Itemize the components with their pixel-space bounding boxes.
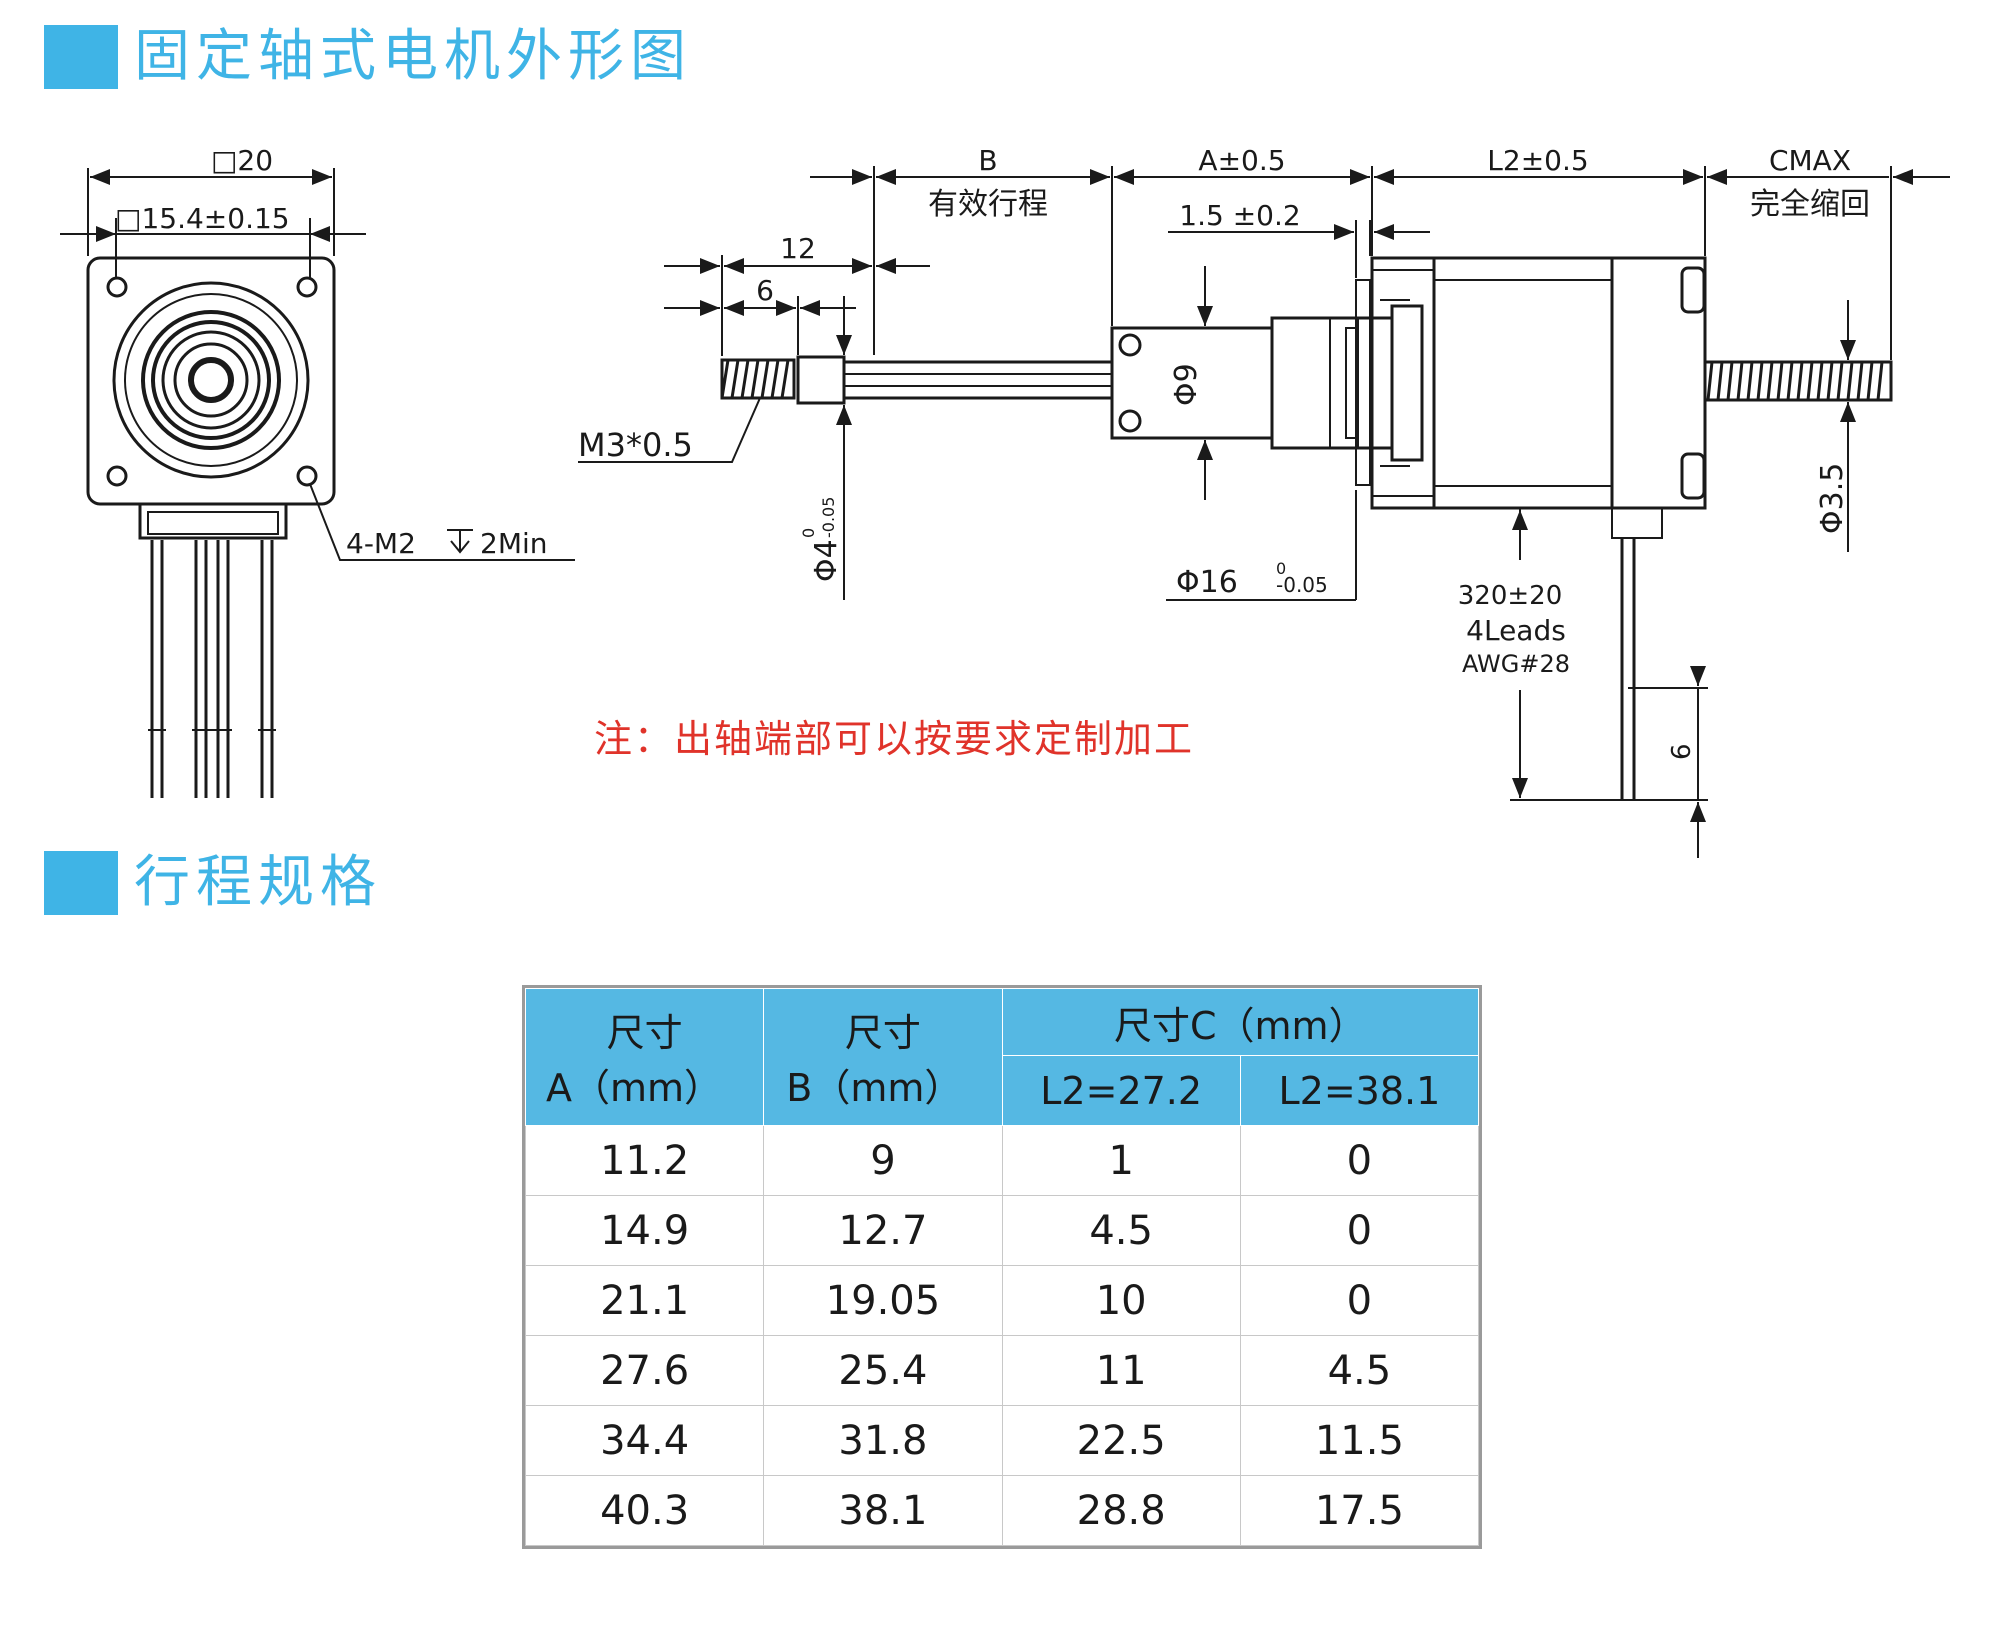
dim-thread: M3*0.5 (578, 426, 693, 464)
section-title-stroke: 行程规格 (134, 850, 382, 915)
col-header-b: 尺寸 B（mm） (763, 988, 1003, 1126)
dim-diameter-35: Φ3.5 (1815, 463, 1850, 534)
table-row: 14.9 12.7 4.5 0 (524, 1195, 1480, 1266)
table-row: 27.6 25.4 11 4.5 (524, 1335, 1480, 1406)
section-title-outline: 固定轴式电机外形图 (134, 24, 692, 89)
dim-CMAX: CMAX (1769, 144, 1851, 177)
boss-outer (112, 281, 310, 479)
svg-text:Φ16: Φ16 (1176, 565, 1238, 600)
depth-symbol (447, 529, 473, 554)
col-header-c-l2-381: L2=38.1 (1239, 1055, 1480, 1126)
table-row: 40.3 38.1 28.8 17.5 (524, 1475, 1480, 1546)
dim-awg: AWG#28 (1462, 650, 1570, 678)
dim-B: B (978, 144, 997, 177)
side-view (720, 256, 1893, 800)
dim-L2: L2±0.5 (1487, 144, 1588, 177)
dim-diameter-4: Φ4 0 -0.05 (799, 497, 844, 582)
col-header-c: 尺寸C（mm） (1001, 988, 1480, 1056)
section-marker (44, 851, 118, 915)
dim-A: A±0.5 (1198, 144, 1285, 177)
front-view-dims (60, 168, 575, 561)
svg-text:-0.05: -0.05 (819, 497, 838, 538)
shaft (842, 360, 1114, 400)
dim-CMAX-desc: 完全缩回 (1750, 187, 1870, 222)
neck (1270, 316, 1394, 450)
table-row: 11.2 9 1 0 (524, 1125, 1480, 1196)
mount-hole (106, 276, 128, 298)
section-header-outline: 固定轴式电机外形图 (44, 22, 692, 92)
dim-lead-length: 320±20 (1458, 581, 1563, 611)
dim-6: 6 (756, 274, 774, 307)
svg-text:Φ4: Φ4 (809, 539, 844, 582)
dim-12: 12 (780, 232, 816, 265)
dim-diameter-9: Φ9 (1169, 363, 1204, 406)
svg-text:Φ9: Φ9 (1169, 363, 1204, 406)
dim-B-desc: 有效行程 (928, 187, 1048, 222)
svg-text:-0.05: -0.05 (1276, 573, 1328, 597)
section-header-stroke: 行程规格 (44, 848, 382, 918)
svg-text:0: 0 (1276, 559, 1286, 578)
dim-diameter-16: Φ16 0 -0.05 (1176, 559, 1328, 600)
collar (796, 355, 846, 405)
dim-holes-depth: 2Min (480, 527, 548, 560)
stroke-spec-table: 尺寸 A（mm） 尺寸 B（mm） 尺寸C（mm） L2=27.2 L2=38.… (522, 985, 1482, 1549)
mount-hole (296, 465, 318, 487)
dim-lead-6: 6 (1667, 743, 1697, 760)
table-row: 34.4 31.8 22.5 11.5 (524, 1405, 1480, 1476)
mount-hole (106, 465, 128, 487)
front-view (86, 256, 336, 798)
svg-text:0: 0 (799, 528, 818, 538)
shaft-end (188, 357, 234, 403)
mount-hole (296, 276, 318, 298)
dim-A-sub: 1.5 ±0.2 (1179, 199, 1300, 232)
side-view-dims (578, 166, 1950, 858)
col-header-c-l2-272: L2=27.2 (1001, 1055, 1241, 1126)
note-text: 注：出轴端部可以按要求定制加工 (594, 717, 1195, 761)
dim-square-20: □20 (211, 144, 273, 177)
col-header-a: 尺寸 A（mm） (524, 988, 765, 1126)
table-row: 21.1 19.05 10 0 (524, 1265, 1480, 1336)
svg-text:Φ3.5: Φ3.5 (1815, 463, 1850, 534)
dim-holes: 4-M2 (346, 527, 416, 560)
motor-outline-drawing: □20 □15.4±0.15 4-M2 2Min (60, 144, 1950, 858)
dim-square-154: □15.4±0.15 (115, 202, 290, 235)
dim-leads: 4Leads (1466, 614, 1566, 647)
svg-text:6: 6 (1667, 743, 1697, 760)
section-marker (44, 25, 118, 89)
